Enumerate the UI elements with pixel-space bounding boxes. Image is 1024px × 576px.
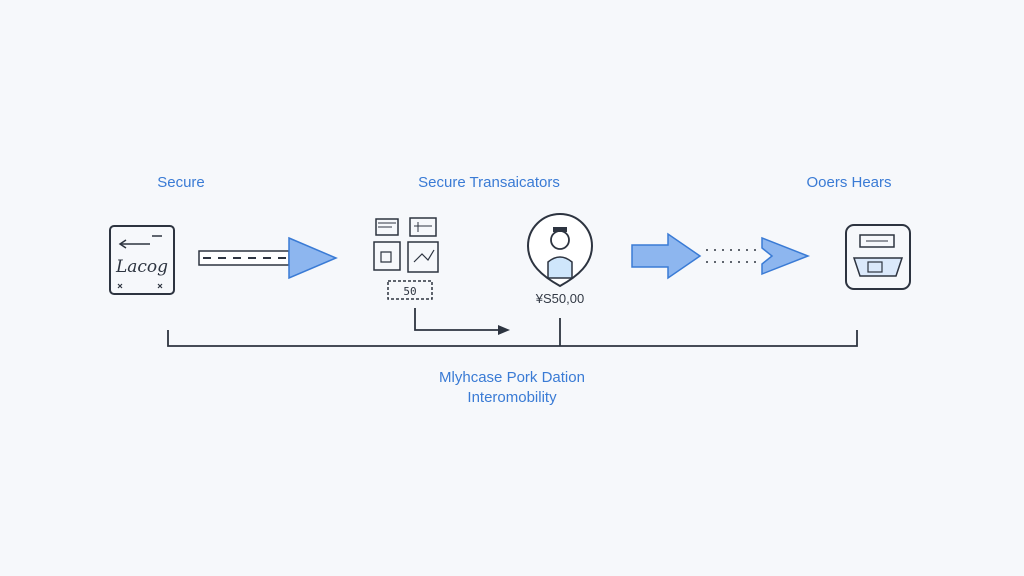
destination-box-icon (845, 224, 911, 290)
agent-person-icon (526, 213, 594, 288)
transaction-documents-icon: 50 (373, 217, 439, 300)
blue-arrow-2 (631, 232, 702, 280)
label-secure: Secure (157, 174, 205, 191)
pipeline-arrow-1 (198, 236, 338, 280)
source-box-text: Lacog (115, 257, 168, 277)
caption-line-2: Interomobility (467, 389, 557, 406)
source-box-icon: Lacog (109, 225, 175, 295)
price-label: ¥S50,00 (535, 291, 585, 306)
dotted-arrow-3 (706, 236, 811, 276)
label-right-destination: Ooers Hears (806, 174, 892, 191)
connector-arrow (414, 308, 510, 335)
label-secure-transactions: Secure Transaicators (418, 174, 560, 191)
caption-line-1: Mlyhcase Pork Dation (439, 369, 585, 386)
bus-bracket-line (167, 330, 858, 347)
receipt-text: 50 (403, 285, 416, 298)
